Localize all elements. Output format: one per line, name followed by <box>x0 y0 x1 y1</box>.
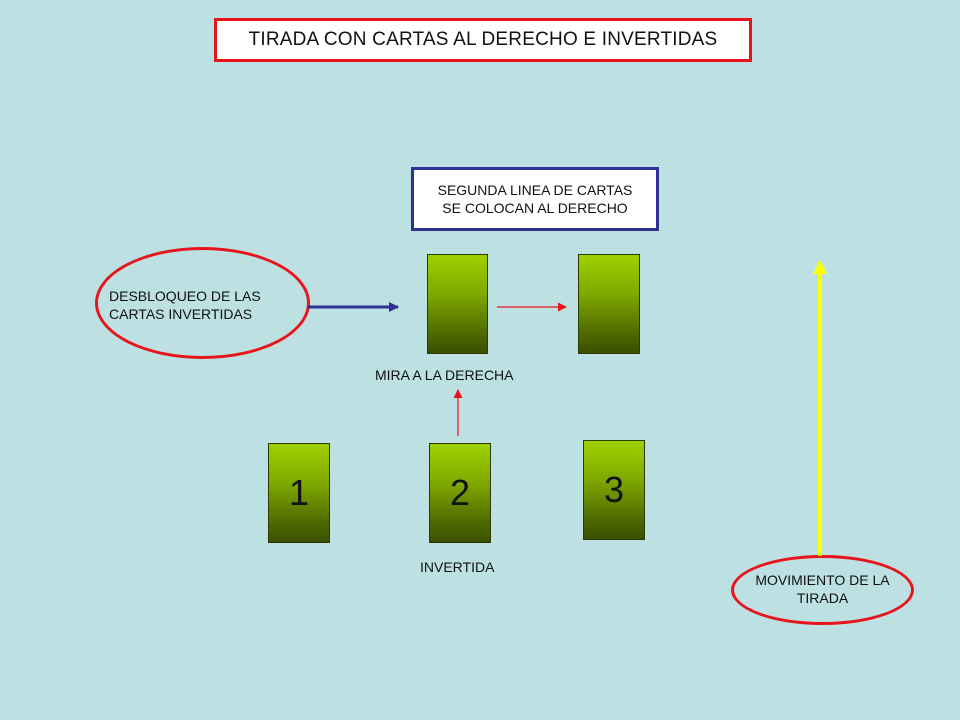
card-1-number: 1 <box>288 472 310 513</box>
card-2: 2 <box>429 443 491 543</box>
card-3: 3 <box>583 440 645 540</box>
second-line-text-2: SE COLOCAN AL DERECHO <box>442 200 628 216</box>
title-box: TIRADA CON CARTAS AL DERECHO E INVERTIDA… <box>214 18 752 62</box>
movement-ellipse <box>731 555 914 625</box>
inverted-label: INVERTIDA <box>420 559 495 575</box>
unlock-note-line-1: DESBLOQUEO DE LAS <box>109 288 261 304</box>
card-1: 1 <box>268 443 330 543</box>
unlock-note-line-2: CARTAS INVERTIDAS <box>109 306 253 322</box>
card-3-number: 3 <box>603 469 625 510</box>
card-2-number: 2 <box>449 472 471 513</box>
movement-note: MOVIMIENTO DE LA TIRADA <box>731 571 914 607</box>
movement-note-line-2: TIRADA <box>796 590 849 606</box>
second-line-text-1: SEGUNDA LINEA DE CARTAS <box>437 182 633 198</box>
unlock-ellipse <box>95 247 310 359</box>
card-top-right <box>578 254 640 354</box>
second-line-box: SEGUNDA LINEA DE CARTAS SE COLOCAN AL DE… <box>411 167 659 231</box>
movement-note-line-1: MOVIMIENTO DE LA <box>755 572 890 588</box>
card-top-left <box>427 254 488 354</box>
title-text: TIRADA CON CARTAS AL DERECHO E INVERTIDA… <box>248 29 718 50</box>
look-right-label: MIRA A LA DERECHA <box>375 367 514 383</box>
unlock-note: DESBLOQUEO DE LAS CARTAS INVERTIDAS <box>109 287 261 323</box>
